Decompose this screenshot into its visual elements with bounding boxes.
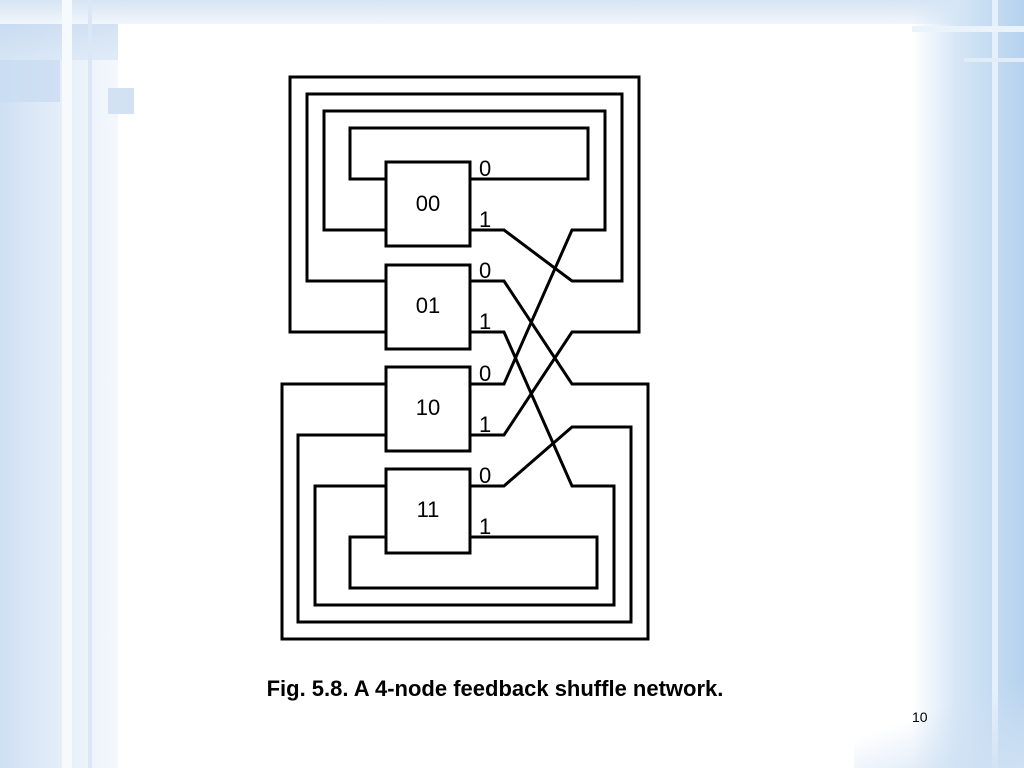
node-11-label: 11	[417, 497, 440, 522]
background-right-crossbar	[912, 26, 1024, 32]
background-right-stripe	[992, 0, 998, 768]
node-10-label: 10	[416, 395, 440, 420]
port-label-01-0: 0	[479, 258, 491, 283]
slide-number: 10	[912, 709, 928, 725]
background-left-band	[0, 0, 118, 768]
figure-caption: Fig. 5.8. A 4-node feedback shuffle netw…	[266, 676, 724, 701]
link-01-port1-to-11	[313, 330, 616, 607]
port-label-00-0: 0	[479, 156, 491, 181]
link-11-port0-to-10	[296, 425, 633, 624]
node-01-box	[384, 263, 472, 351]
port-label-10-1: 1	[479, 412, 491, 437]
link-00-port0-to-00	[348, 126, 590, 181]
background-bottom-right-fade	[854, 678, 1024, 768]
link-00-port1-to-01	[305, 92, 624, 283]
link-10-port1-to-01	[288, 75, 641, 437]
background-top-band	[0, 0, 1024, 24]
link-01-port0-to-10	[280, 279, 650, 641]
background-right-crossbar-small	[964, 58, 1024, 62]
background-decor-square	[0, 60, 60, 102]
node-00-box	[384, 160, 472, 248]
background-right-band	[912, 0, 1024, 768]
port-label-00-1: 1	[479, 207, 491, 232]
node-00-label: 00	[416, 191, 440, 216]
background-left-thin-stripe	[88, 0, 92, 768]
port-label-11-0: 0	[479, 463, 491, 488]
node-01-label: 01	[416, 293, 440, 318]
background-left-stripe	[62, 0, 72, 768]
port-label-10-0: 0	[479, 361, 491, 386]
node-11-box	[384, 467, 472, 555]
node-10-box	[384, 365, 472, 453]
link-11-port1-to-11	[348, 535, 599, 590]
port-label-11-1: 1	[479, 514, 491, 539]
port-label-01-1: 1	[479, 309, 491, 334]
background-decor-small-square	[108, 88, 134, 114]
